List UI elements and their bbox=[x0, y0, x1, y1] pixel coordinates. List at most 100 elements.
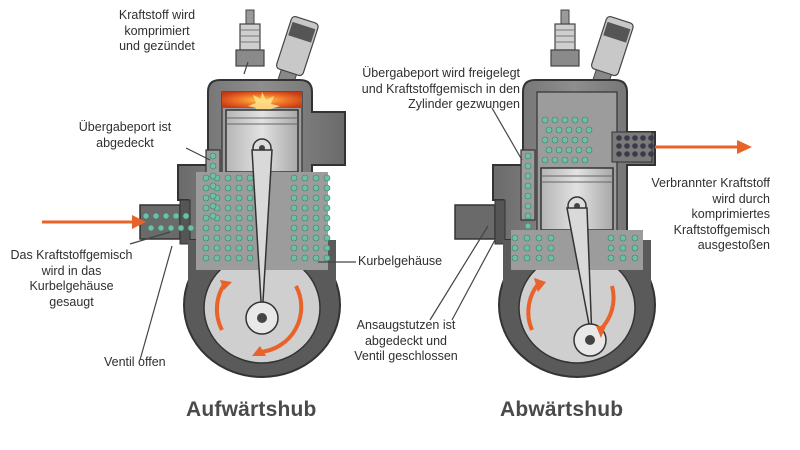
label-valve-open: Ventil offen bbox=[104, 355, 166, 369]
mixture-dot bbox=[224, 254, 232, 262]
mixture-dot bbox=[177, 224, 185, 232]
mixture-dot bbox=[561, 116, 569, 124]
mixture-dot bbox=[541, 116, 549, 124]
mixture-dot bbox=[209, 212, 217, 220]
mixture-dot bbox=[312, 204, 320, 212]
mixture-dot bbox=[202, 234, 210, 242]
mixture-dot bbox=[301, 234, 309, 242]
mixture-dot bbox=[535, 254, 543, 262]
mixture-dot bbox=[555, 146, 563, 154]
caption-downstroke: Abwärtshub bbox=[500, 398, 624, 421]
exhaust-arrow bbox=[655, 140, 752, 154]
mixture-dot bbox=[209, 172, 217, 180]
mixture-dot bbox=[301, 254, 309, 262]
mixture-dot bbox=[290, 174, 298, 182]
exhaust-dot bbox=[640, 143, 646, 149]
mixture-dot bbox=[323, 184, 331, 192]
mixture-dot bbox=[571, 156, 579, 164]
mixture-dot bbox=[235, 214, 243, 222]
mixture-dot bbox=[524, 222, 532, 230]
exhaust-dot bbox=[624, 135, 630, 141]
exhaust-dot bbox=[616, 135, 622, 141]
mixture-dot bbox=[209, 202, 217, 210]
mixture-dot bbox=[523, 244, 531, 252]
mixture-dot bbox=[224, 214, 232, 222]
mixture-dot bbox=[545, 146, 553, 154]
mixture-dot bbox=[235, 254, 243, 262]
mixture-dot bbox=[157, 224, 165, 232]
mixture-dot bbox=[571, 116, 579, 124]
mixture-dot bbox=[209, 192, 217, 200]
mixture-dot bbox=[202, 224, 210, 232]
mixture-dot bbox=[323, 224, 331, 232]
mixture-dot bbox=[224, 194, 232, 202]
spark-plug-left bbox=[235, 9, 265, 67]
exhaust-dot bbox=[648, 143, 654, 149]
mixture-dot bbox=[585, 146, 593, 154]
mixture-dot bbox=[619, 244, 627, 252]
mixture-dot bbox=[561, 156, 569, 164]
mixture-dot bbox=[235, 194, 243, 202]
mixture-dot bbox=[246, 224, 254, 232]
mixture-dot bbox=[290, 234, 298, 242]
mixture-dot bbox=[301, 214, 309, 222]
mixture-dot bbox=[246, 204, 254, 212]
mixture-dot bbox=[607, 254, 615, 262]
mixture-dot bbox=[290, 254, 298, 262]
mixture-dot bbox=[535, 244, 543, 252]
mixture-dot bbox=[565, 146, 573, 154]
label-crankcase: Kurbelgehäuse bbox=[358, 254, 443, 268]
mixture-dot bbox=[301, 224, 309, 232]
mixture-dot bbox=[301, 244, 309, 252]
mixture-dot bbox=[619, 234, 627, 242]
mixture-dot bbox=[312, 224, 320, 232]
exhaust-dot bbox=[616, 143, 622, 149]
mixture-dot bbox=[290, 194, 298, 202]
injector-right bbox=[590, 15, 634, 87]
mixture-dot bbox=[235, 244, 243, 252]
exhaust-dot bbox=[632, 151, 638, 157]
exhaust-dot bbox=[648, 151, 654, 157]
mixture-dot bbox=[541, 156, 549, 164]
mixture-dot bbox=[246, 184, 254, 192]
mixture-dot bbox=[607, 244, 615, 252]
mixture-dot bbox=[511, 244, 519, 252]
mixture-dot bbox=[581, 116, 589, 124]
mixture-dot bbox=[224, 244, 232, 252]
arrow-head bbox=[220, 280, 232, 290]
mixture-dot bbox=[631, 254, 639, 262]
mixture-dot bbox=[523, 234, 531, 242]
mixture-dot bbox=[213, 244, 221, 252]
mixture-dot bbox=[224, 204, 232, 212]
exhaust-dot bbox=[616, 151, 622, 157]
mixture-dot bbox=[235, 224, 243, 232]
mixture-dot bbox=[312, 194, 320, 202]
spark-plug-right bbox=[550, 9, 580, 67]
mixture-dot bbox=[202, 194, 210, 202]
mixture-dot bbox=[631, 244, 639, 252]
mixture-dot bbox=[235, 184, 243, 192]
mixture-dot bbox=[545, 126, 553, 134]
mixture-dot bbox=[187, 224, 195, 232]
mixture-dot bbox=[565, 126, 573, 134]
mixture-dot bbox=[312, 244, 320, 252]
mixture-dot bbox=[585, 126, 593, 134]
exhaust-dot bbox=[648, 135, 654, 141]
mixture-dot bbox=[619, 254, 627, 262]
mixture-dot bbox=[301, 174, 309, 182]
engine-upstroke bbox=[139, 9, 346, 378]
mixture-dot bbox=[581, 136, 589, 144]
mixture-dot bbox=[607, 234, 615, 242]
mixture-dot bbox=[290, 224, 298, 232]
mixture-dot bbox=[290, 204, 298, 212]
mixture-dot bbox=[224, 234, 232, 242]
exhaust-dots bbox=[616, 135, 654, 157]
mixture-dot bbox=[547, 234, 555, 242]
mixture-dot bbox=[213, 224, 221, 232]
mixture-dot bbox=[224, 174, 232, 182]
mixture-dot bbox=[301, 184, 309, 192]
mixture-dot bbox=[246, 244, 254, 252]
fuel-mixture-dots bbox=[142, 116, 639, 262]
arrow-head bbox=[534, 278, 546, 292]
mixture-dot bbox=[202, 174, 210, 182]
